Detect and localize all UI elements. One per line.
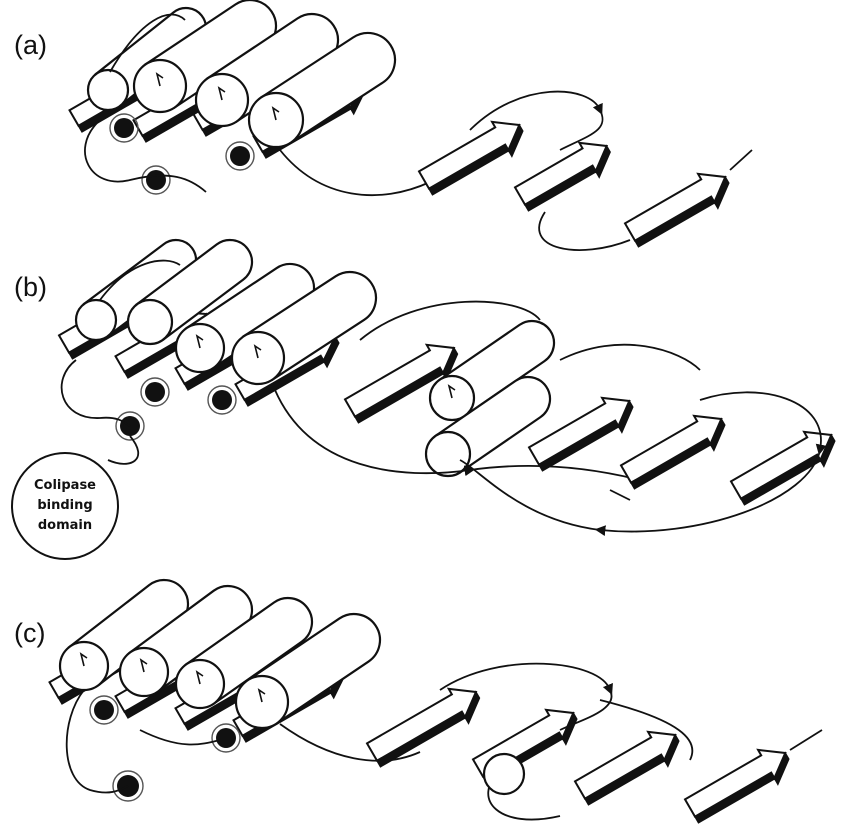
helix-end-cap xyxy=(426,432,470,476)
colipase-binding-domain-callout: Colipase binding domain xyxy=(12,453,118,559)
connecting-loop xyxy=(560,345,700,370)
topology-panel-c xyxy=(47,580,822,828)
beta-strand-top xyxy=(364,678,484,766)
beta-strand-arrow xyxy=(622,163,737,252)
disulfide-dot xyxy=(230,146,250,166)
disulfide-dot xyxy=(216,728,236,748)
connecting-loop xyxy=(730,150,752,170)
topology-panel-a xyxy=(67,0,752,252)
beta-strand-arrow xyxy=(512,132,618,216)
helix-end-cap xyxy=(76,300,116,340)
callout-line-2: binding xyxy=(37,498,92,513)
callout-line-1: Colipase xyxy=(34,478,96,493)
connecting-loop xyxy=(108,436,138,464)
connecting-loop xyxy=(280,150,430,195)
disulfide-dot xyxy=(145,382,165,402)
beta-strand-arrow xyxy=(682,739,797,828)
disulfide-dot xyxy=(212,390,232,410)
topology-panel-b xyxy=(56,240,843,532)
beta-strand-arrow xyxy=(364,678,488,772)
connecting-loop xyxy=(790,730,822,750)
connecting-loop xyxy=(140,730,220,744)
panel-label-c: (c) xyxy=(14,618,45,648)
helix-end-cap xyxy=(88,70,128,110)
connecting-loop xyxy=(539,212,630,250)
panel-label-a: (a) xyxy=(14,30,47,60)
beta-strand-arrow xyxy=(416,111,531,200)
callout-line-3: domain xyxy=(38,518,92,533)
disulfide-dot xyxy=(94,700,114,720)
beta-strand-arrow xyxy=(728,421,843,510)
beta-strand-arrow xyxy=(618,405,733,494)
disulfide-dot xyxy=(146,170,166,190)
disulfide-dot xyxy=(114,118,134,138)
helix-end-cap xyxy=(128,300,172,344)
panel-label-b: (b) xyxy=(14,272,47,302)
helix-end-cap xyxy=(484,754,524,794)
connecting-loop xyxy=(610,490,630,500)
beta-strand-arrow xyxy=(572,721,687,810)
